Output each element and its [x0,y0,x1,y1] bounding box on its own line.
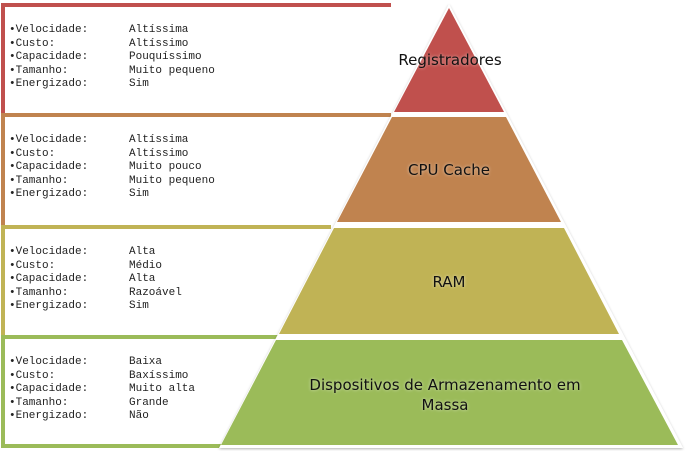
property-key: •Energizado: [9,300,89,313]
property-row: •Tamanho: Razoável [9,287,182,301]
property-value: Médio [129,259,163,272]
pyramid-outline [219,4,683,448]
property-key: •Velocidade: [9,134,89,146]
pyramid-tier-cpu-cache [337,117,561,222]
property-row: •Tamanho: Muito pequeno [9,65,215,79]
property-list: •Velocidade: Altíssima •Custo: Altíssimo •… [9,134,215,202]
property-value: Altíssimo [129,147,189,160]
tier-label-registradores: Registradores [398,51,502,69]
property-key: •Velocidade: [9,246,89,258]
property-value: Alta [129,246,156,258]
property-value: Muito pequeno [129,64,215,77]
property-value: Não [129,410,149,423]
tier-label-cpu-cache: CPU Cache [408,161,490,179]
property-key: •Capacidade: [9,273,89,286]
property-row: •Velocidade: Altíssima [9,134,215,148]
property-key: •Tamanho: [9,396,69,409]
property-row: •Custo: Médio [9,260,182,274]
property-value: Sim [129,78,149,91]
property-value: Altíssima [129,134,189,146]
property-row: •Energizado: Sim [9,78,215,92]
property-key: •Custo: [9,37,56,50]
property-row: •Velocidade: Baixa [9,356,195,370]
tier-box-ram: •Velocidade: Alta •Custo: Médio •Capacidad… [1,225,331,339]
property-row: •Energizado: Não [9,410,195,424]
property-key: •Capacidade: [9,51,89,64]
property-key: •Custo: [9,259,56,272]
tier-box-cpu-cache: •Velocidade: Altíssima •Custo: Altíssimo •… [1,113,391,227]
tier-label-ram: RAM [432,273,466,291]
property-value: Sim [129,188,149,201]
property-value: Pouquíssimo [129,51,202,64]
property-key: •Energizado: [9,410,89,423]
property-row: •Custo: Baxíssimo [9,370,195,384]
property-row: •Tamanho: Muito pequeno [9,175,215,189]
property-value: Baixa [129,356,163,368]
property-key: •Energizado: [9,188,89,201]
property-key: •Custo: [9,369,56,382]
property-row: •Energizado: Sim [9,300,182,314]
property-row: •Energizado: Sim [9,188,215,202]
property-value: Muito alta [129,383,196,396]
pyramid-tier-registradores [394,8,504,112]
property-row: •Capacidade: Muito alta [9,383,195,397]
property-value: Sim [129,300,149,313]
property-value: Razoável [129,286,182,299]
property-value: Muito pouco [129,161,202,174]
pyramid-tier-armazenamento [221,340,678,445]
property-key: •Energizado: [9,78,89,91]
pyramid-tier-ram [279,228,619,334]
property-value: Altíssimo [129,37,189,50]
tier-label-armazenamento: Dispositivos de Armazenamento em Massa [309,376,581,414]
property-value: Alta [129,273,156,286]
property-value: Baxíssimo [129,369,189,382]
property-row: •Capacidade: Muito pouco [9,161,215,175]
property-value: Altíssima [129,24,189,36]
property-key: •Velocidade: [9,24,89,36]
property-key: •Tamanho: [9,174,69,187]
property-list: •Velocidade: Baixa •Custo: Baxíssimo •Capa… [9,356,195,424]
property-value: Grande [129,396,169,409]
property-row: •Velocidade: Alta [9,246,182,260]
property-list: •Velocidade: Alta •Custo: Médio •Capacidad… [9,246,182,314]
property-key: •Capacidade: [9,161,89,174]
property-key: •Capacidade: [9,383,89,396]
property-key: •Tamanho: [9,286,69,299]
property-row: •Tamanho: Grande [9,397,195,411]
property-row: •Velocidade: Altíssima [9,24,215,38]
property-list: •Velocidade: Altíssima •Custo: Altíssimo •… [9,24,215,92]
property-value: Muito pequeno [129,174,215,187]
property-row: •Capacidade: Alta [9,273,182,287]
property-row: •Custo: Altíssimo [9,148,215,162]
tier-box-registradores: •Velocidade: Altíssima •Custo: Altíssimo •… [1,3,391,115]
property-row: •Custo: Altíssimo [9,38,215,52]
property-row: •Capacidade: Pouquíssimo [9,51,215,65]
property-key: •Velocidade: [9,356,89,368]
property-key: •Tamanho: [9,64,69,77]
property-key: •Custo: [9,147,56,160]
